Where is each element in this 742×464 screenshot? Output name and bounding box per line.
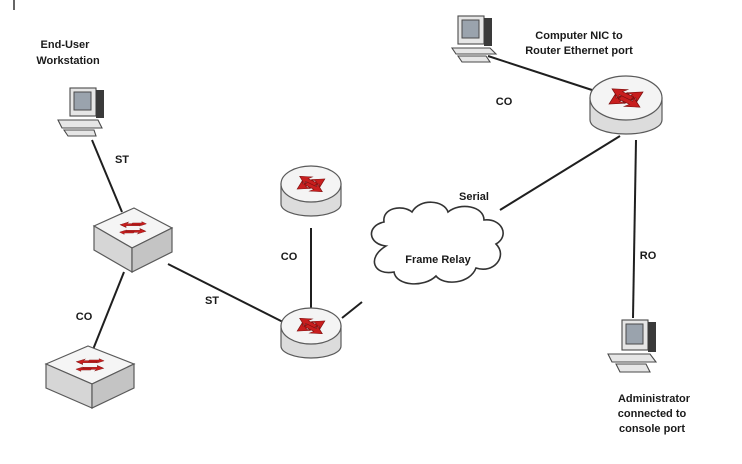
workstation-administrator-icon	[607, 319, 658, 373]
serial-label: Serial	[459, 191, 489, 203]
workstation-top-right-icon	[450, 15, 498, 63]
end-user-label-line1: End-User	[41, 39, 91, 51]
admin-label-line3: console port	[619, 423, 685, 435]
admin-label-line2: connected to	[618, 408, 687, 420]
cable-co-middle-label: CO	[281, 251, 298, 263]
link-switch-lower-switch	[91, 271, 125, 353]
link-switch-router	[167, 263, 284, 323]
router-top-right-icon	[589, 75, 663, 135]
cable-co-left-label: CO	[76, 311, 93, 323]
switch-lower-icon	[44, 345, 136, 409]
computer-nic-label-line2: Router Ethernet port	[525, 45, 633, 57]
admin-label-line1: Administrator	[618, 393, 691, 405]
link-cloud-router-serial	[499, 135, 621, 211]
link-router-admin	[632, 139, 637, 319]
link-top-workstation-router	[487, 55, 593, 91]
link-workstation-switch	[91, 139, 123, 213]
router-lower-middle-icon	[280, 307, 342, 359]
end-user-label-line2: Workstation	[36, 55, 100, 67]
link-router-cloud	[341, 301, 363, 319]
router-upper-middle-icon	[280, 165, 342, 217]
cable-co-top-right-label: CO	[496, 96, 513, 108]
computer-nic-label-line1: Computer NIC to	[535, 30, 623, 42]
cable-st-middle-label: ST	[205, 295, 219, 307]
frame-relay-cloud-icon	[370, 201, 504, 285]
frame-relay-label: Frame Relay	[405, 254, 471, 266]
workstation-end-user-icon	[57, 87, 104, 137]
cable-st-top-label: ST	[115, 154, 129, 166]
switch-upper-icon	[92, 207, 174, 274]
cable-ro-label: RO	[640, 250, 657, 262]
